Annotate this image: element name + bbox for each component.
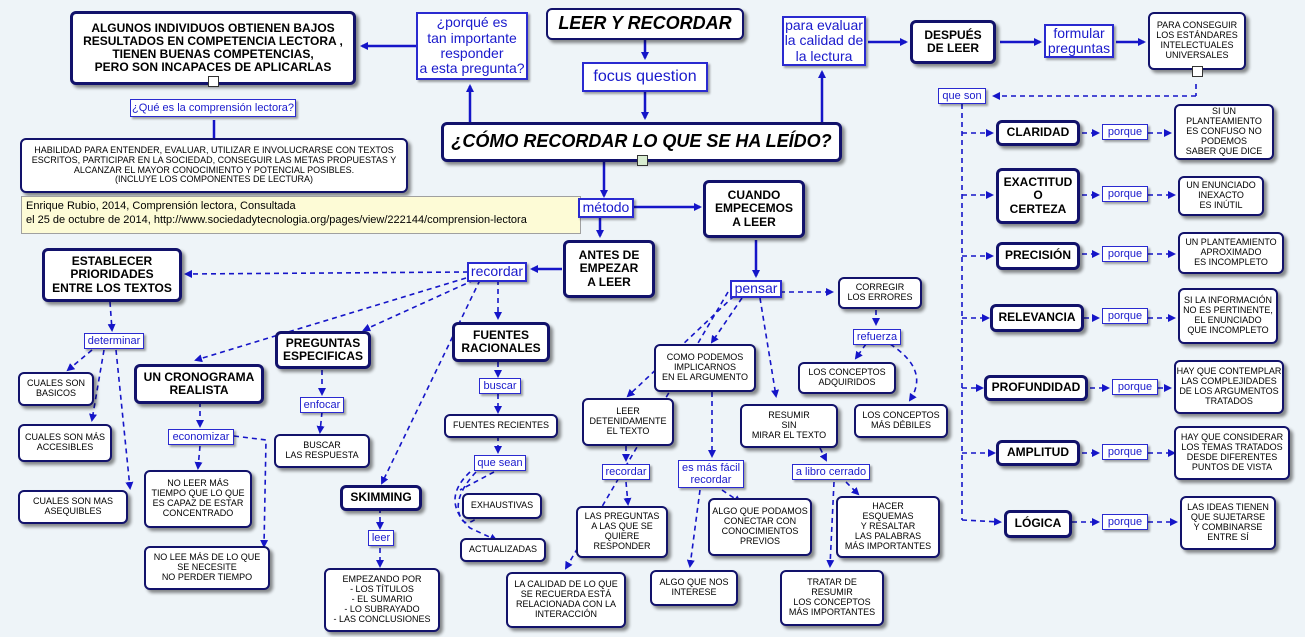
node-antes-de-leer: ANTES DE EMPEZAR A LEER	[563, 240, 655, 298]
label-porque-7: porque	[1102, 514, 1148, 530]
label-porque-6: porque	[1102, 444, 1148, 460]
node-skimming: SKIMMING	[340, 485, 422, 511]
label-determinar: determinar	[84, 333, 144, 349]
node-establecer: ESTABLECER PRIORIDADES ENTRE LOS TEXTOS	[42, 248, 182, 302]
label-formular: formular preguntas	[1044, 24, 1114, 58]
node-buscar-respuesta: BUSCAR LAS RESPUESTA	[274, 434, 370, 468]
node-no-leer-mas: NO LEER MÁS TIEMPO QUE LO QUE ES CAPAZ D…	[144, 470, 252, 528]
label-facil: es más fácil recordar	[678, 460, 744, 488]
image-icon[interactable]	[637, 155, 648, 166]
node-corregir: CORREGIR LOS ERRORES	[838, 277, 922, 309]
node-actualizadas: ACTUALIZADAS	[460, 538, 546, 562]
node-fuentes: FUENTES RACIONALES	[452, 322, 550, 362]
label-que-sean: que sean	[474, 455, 526, 471]
node-basicos: CUALES SON BASICOS	[18, 372, 94, 406]
node-bajos-resultados: ALGUNOS INDIVIDUOS OBTIENEN BAJOS RESULT…	[70, 11, 356, 85]
node-precision-desc: UN PLANTEAMIENTO APROXIMADO ES INCOMPLET…	[1178, 232, 1284, 274]
node-como-podemos: COMO PODEMOS IMPLICARNOS EN EL ARGUMENTO	[654, 344, 756, 392]
node-algo-que-podamos: ALGO QUE PODAMOS CONECTAR CON CONOCIMIEN…	[708, 498, 812, 556]
label-economizar: economizar	[168, 429, 234, 445]
node-logica-desc: LAS IDEAS TIENEN QUE SUJETARSE Y COMBINA…	[1180, 496, 1276, 550]
node-relevancia: RELEVANCIA	[990, 304, 1084, 332]
node-recientes: FUENTES RECIENTES	[444, 414, 558, 438]
node-relevancia-desc: SI LA INFORMACIÓN NO ES PERTINENTE, EL E…	[1178, 288, 1278, 344]
node-adquiridos: LOS CONCEPTOS ADQUIRIDOS	[798, 362, 896, 394]
node-las-preguntas: LAS PREGUNTAS A LAS QUE SE QUIERE RESPON…	[576, 506, 668, 558]
node-exhaustivas: EXHAUSTIVAS	[462, 493, 542, 519]
label-porque-3: porque	[1102, 246, 1148, 262]
node-amplitud: AMPLITUD	[996, 440, 1080, 466]
node-para-conseguir: PARA CONSEGUIR LOS ESTÁNDARES INTELECTUA…	[1148, 12, 1246, 70]
node-algo-interese: ALGO QUE NOS INTERESE	[650, 570, 738, 606]
node-empezando: EMPEZANDO POR - LOS TÍTULOS - EL SUMARIO…	[324, 568, 440, 632]
node-calidad: LA CALIDAD DE LO QUE SE RECUERDA ESTÁ RE…	[506, 572, 626, 628]
label-enfocar: enfocar	[300, 397, 344, 413]
node-precision: PRECISIÓN	[996, 242, 1080, 270]
label-refuerza: refuerza	[853, 329, 901, 345]
label-porque-5: porque	[1112, 379, 1158, 395]
label-buscar: buscar	[479, 378, 521, 394]
label-leer: leer	[368, 530, 394, 546]
node-exactitud-desc: UN ENUNCIADO INEXACTO ES INÚTIL	[1178, 176, 1264, 216]
node-logica: LÓGICA	[1004, 510, 1072, 538]
node-profundidad: PROFUNDIDAD	[984, 375, 1088, 401]
citation-line-1: Enrique Rubio, 2014, Comprensión lectora…	[26, 200, 296, 212]
node-leer-detenidamente: LEER DETENIDAMENTE EL TEXTO	[582, 398, 674, 446]
label-libro-cerrado: a libro cerrado	[792, 464, 870, 480]
node-main-question: ¿CÓMO RECORDAR LO QUE SE HA LEÍDO?	[441, 122, 842, 162]
bajos-text: ALGUNOS INDIVIDUOS OBTIENEN BAJOS RESULT…	[83, 20, 343, 75]
document-icon[interactable]	[208, 76, 219, 87]
label-focus-question: focus question	[582, 62, 708, 92]
node-title: LEER Y RECORDAR	[546, 8, 744, 40]
document-icon-2[interactable]	[1192, 66, 1203, 77]
citation-note: Enrique Rubio, 2014, Comprensión lectora…	[21, 196, 581, 234]
label-porque-1: porque	[1102, 124, 1148, 140]
node-claridad-desc: SI UN PLANTEAMIENTO ES CONFUSO NO PODEMO…	[1174, 104, 1274, 160]
node-claridad: CLARIDAD	[996, 120, 1080, 146]
node-cuando-leer: CUANDO EMPECEMOS A LEER	[703, 180, 805, 238]
label-metodo: método	[578, 198, 634, 218]
node-resumir: RESUMIR SIN MIRAR EL TEXTO	[740, 404, 838, 448]
node-accesibles: CUALES SON MÁS ACCESIBLES	[18, 424, 112, 462]
label-que-son: que son	[938, 88, 986, 104]
node-amplitud-desc: HAY QUE CONSIDERAR LOS TEMAS TRATADOS DE…	[1174, 426, 1290, 480]
node-no-lee-mas: NO LEE MÁS DE LO QUE SE NECESITE NO PERD…	[144, 546, 270, 590]
node-tratar: TRATAR DE RESUMIR LOS CONCEPTOS MÁS IMPO…	[780, 570, 884, 626]
label-why-important: ¿porqué es tan importante responder a es…	[416, 12, 528, 80]
node-profundidad-desc: HAY QUE CONTEMPLAR LAS COMPLEJIDADES DE …	[1174, 360, 1284, 414]
label-porque-2: porque	[1102, 186, 1148, 202]
node-despues: DESPUÉS DE LEER	[910, 20, 996, 64]
label-recordar: recordar	[467, 262, 527, 282]
node-debiles: LOS CONCEPTOS MÁS DÉBILES	[854, 404, 948, 438]
node-preguntas: PREGUNTAS ESPECIFICAS	[275, 331, 371, 369]
node-hacer-esquemas: HACER ESQUEMAS Y RESALTAR LAS PALABRAS M…	[836, 496, 940, 558]
label-recordar-2: recordar	[602, 464, 650, 480]
label-porque-4: porque	[1102, 308, 1148, 324]
label-para-evaluar: para evaluar la calidad de la lectura	[782, 16, 866, 66]
node-habilidad: HABILIDAD PARA ENTENDER, EVALUAR, UTILIZ…	[20, 138, 408, 193]
node-exactitud: EXACTITUD O CERTEZA	[996, 168, 1080, 224]
label-que-es: ¿Qué es la comprensión lectora?	[130, 99, 296, 117]
node-cronograma: UN CRONOGRAMA REALISTA	[134, 364, 264, 404]
citation-line-2: el 25 de octubre de 2014, http://www.soc…	[26, 214, 527, 227]
label-pensar: pensar	[730, 280, 782, 298]
node-asequibles: CUALES SON MAS ASEQUIBLES	[18, 490, 128, 524]
